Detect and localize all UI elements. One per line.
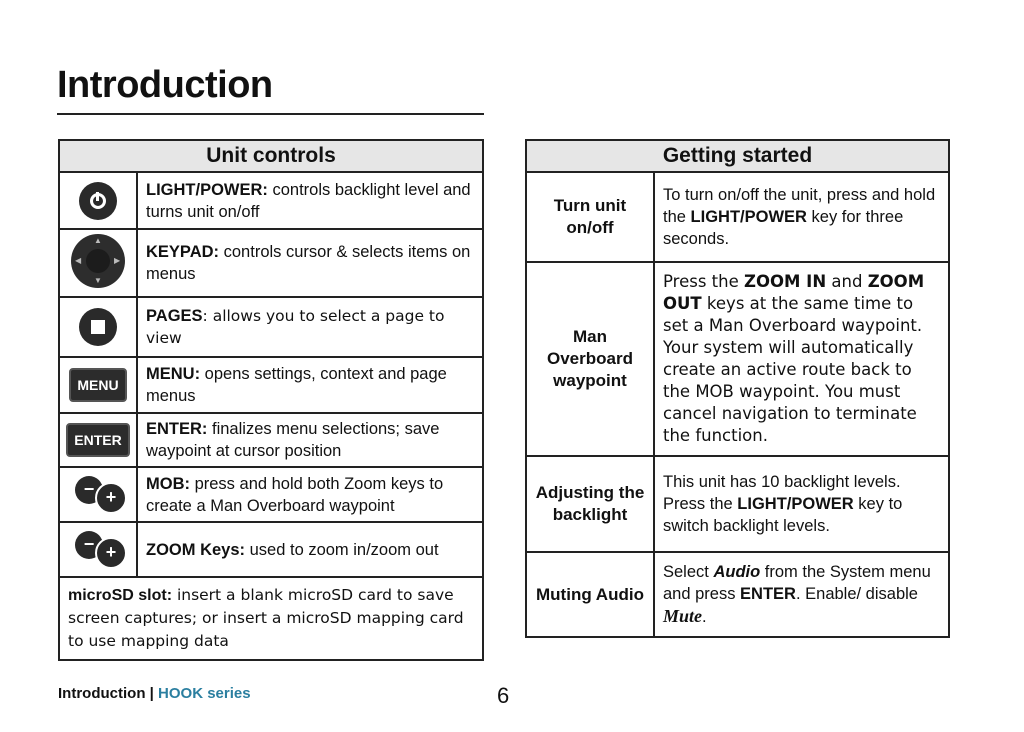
row-text: key to switch backlight levels. [663,495,903,535]
key-name: ZOOM IN [744,272,827,291]
row-text: To turn on/off the unit, press and hold … [663,186,936,226]
table-row: − + MOB: press and hold both Zoom keys t… [58,466,484,523]
row-text: This unit has 10 backlight levels. Press… [663,473,901,513]
row-text: key for three seconds. [663,208,904,248]
keypad-icon: ▲ ▼ ◀ ▶ [71,233,125,288]
table-row: Muting Audio Select Audio from the Syste… [525,551,950,638]
page-footer: Introduction | HOOK series [58,685,251,702]
control-key-name: LIGHT/POWER: [146,180,268,199]
control-description: : allows you to select a page to view [146,307,445,347]
row-label: Muting Audio [525,551,655,638]
menu-key-icon: MENU [69,368,127,402]
table-row: Man Overboard waypoint Press the ZOOM IN… [525,261,950,457]
row-label: Man Overboard waypoint [525,261,655,457]
zoom-keys-icon: − + [69,529,127,569]
row-text: from the System menu and press [663,563,931,603]
control-description: finalizes menu selections; save waypoint… [146,420,440,460]
row-text: Press the [663,272,744,291]
page-title: Introduction [57,64,273,106]
table-row: Adjusting the backlight This unit has 10… [525,455,950,553]
control-description: opens settings, context and page menus [146,365,447,405]
title-rule [57,113,484,115]
row-label: Turn unit on/off [525,171,655,263]
control-description: press and hold both Zoom keys to create … [146,474,444,515]
page-number: 6 [497,683,510,708]
control-key-name: KEYPAD: [146,243,220,261]
unit-controls-table: Unit controls LIGHT/POWER: controls back… [58,139,484,661]
control-description: controls cursor & selects items on menus [146,243,471,283]
unit-controls-header: Unit controls [58,139,484,173]
zoom-keys-icon: − + [69,474,127,514]
footer-separator: | [149,685,154,702]
table-row: LIGHT/POWER: controls backlight level an… [58,171,484,230]
row-label: Adjusting the backlight [525,455,655,553]
table-row: microSD slot: insert a blank microSD car… [58,576,484,661]
key-name: ENTER [740,585,796,603]
table-row: ▲ ▼ ◀ ▶ KEYPAD: controls cursor & select… [58,228,484,298]
table-row: MENU MENU: opens settings, context and p… [58,356,484,414]
getting-started-header: Getting started [525,139,950,173]
footer-brand: HOOK series [158,685,251,702]
footer-section: Introduction [58,685,146,702]
key-name: LIGHT/POWER [690,208,807,226]
control-key-name: ENTER: [146,420,208,438]
control-description: controls backlight level and turns unit … [146,180,471,221]
pages-button-icon [79,308,117,346]
enter-key-icon: ENTER [66,423,130,457]
row-text: . [702,608,707,626]
table-row: Turn unit on/off To turn on/off the unit… [525,171,950,263]
table-row: ENTER ENTER: finalizes menu selections; … [58,412,484,468]
microsd-slot-description: insert a blank microSD card to save scre… [68,586,464,650]
control-key-name: PAGES [146,307,203,325]
control-description: used to zoom in/zoom out [245,540,439,559]
zoom-in-icon: + [95,482,127,514]
control-key-name: ZOOM Keys: [146,540,246,559]
menu-item-name: Mute [663,606,703,626]
menu-item-name: Audio [713,563,761,581]
row-text: Select [663,563,714,581]
control-key-name: MENU: [146,365,201,383]
microsd-slot-label: microSD slot: [68,587,173,604]
power-button-icon [79,181,117,220]
table-row: PAGES: allows you to select a page to vi… [58,296,484,358]
table-row: − + ZOOM Keys: used to zoom in/zoom out [58,521,484,578]
getting-started-table: Getting started Turn unit on/off To turn… [525,139,950,638]
row-text: and [826,272,868,291]
key-name: LIGHT/POWER [737,495,854,513]
zoom-in-icon: + [95,537,127,569]
row-text: . Enable/ disable [795,585,918,603]
key-name: ZOOM OUT [663,272,925,313]
control-key-name: MOB: [146,474,190,493]
row-text: keys at the same time to set a Man Overb… [663,294,923,445]
